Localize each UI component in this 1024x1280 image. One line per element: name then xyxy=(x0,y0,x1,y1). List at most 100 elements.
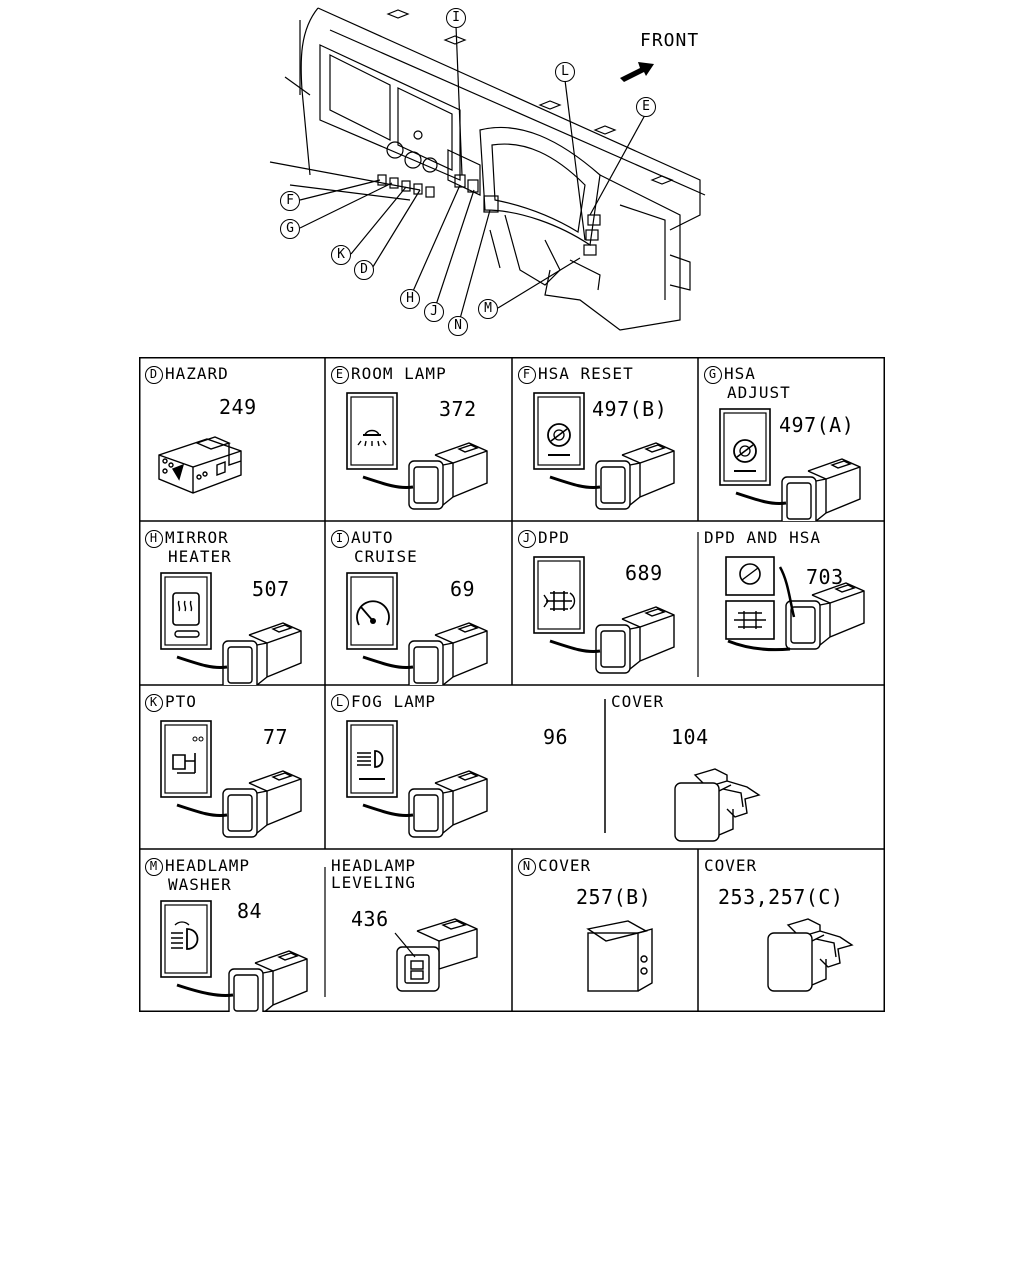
callout-n: N xyxy=(448,316,468,336)
cell-illustration xyxy=(674,768,761,842)
fog-lamp-icon xyxy=(346,720,398,798)
callout-j: J xyxy=(424,302,444,322)
cell-letter-badge: N xyxy=(518,857,536,876)
headlamp-washer-icon xyxy=(160,900,212,978)
part-number: 497(B) xyxy=(592,397,668,421)
dashboard-illustration xyxy=(269,7,706,331)
part-number: 249 xyxy=(219,395,257,419)
part-number: 253,257(C) xyxy=(718,885,844,909)
part-number: 436 xyxy=(351,907,389,931)
cell-cover-14: COVER 253,257(C) xyxy=(698,849,885,1012)
cell-title-text: COVER xyxy=(611,692,665,711)
callout-m: M xyxy=(478,299,498,319)
cell-title-text: HEATER xyxy=(168,546,232,566)
part-number: 84 xyxy=(237,899,263,923)
cell-title-line: CRUISE xyxy=(331,548,418,565)
callout-d: D xyxy=(354,260,374,280)
cruise-icon xyxy=(346,572,398,650)
callout-g: G xyxy=(280,219,300,239)
cell-letter-badge: M xyxy=(145,857,163,876)
callout-h: H xyxy=(400,289,420,309)
cell-letter-badge: D xyxy=(145,365,163,384)
cell-illustration xyxy=(533,392,675,510)
front-arrow-icon xyxy=(620,62,654,82)
pto-icon xyxy=(160,720,212,798)
cell-title-text: FOG LAMP xyxy=(351,692,437,711)
part-number: 507 xyxy=(252,577,290,601)
part-number: 372 xyxy=(439,397,477,421)
cell-title-text: ROOM LAMP xyxy=(351,364,447,383)
cell-title-line: HEADLAMP xyxy=(331,857,416,874)
cell-title-text: HEADLAMP xyxy=(331,856,417,875)
cover-part xyxy=(674,768,761,842)
cell-title-text: AUTO xyxy=(351,528,394,547)
cell-title-text: COVER xyxy=(538,856,592,875)
cell-illustration xyxy=(719,408,861,521)
cell-title-text: MIRROR xyxy=(165,528,229,547)
cell-title-text: WASHER xyxy=(168,874,232,894)
cell-title-text: PTO xyxy=(165,692,197,711)
cell-illustration xyxy=(394,918,478,992)
cell-illustration xyxy=(586,920,653,992)
cell-illustration xyxy=(160,900,308,1012)
cell-title: COVER xyxy=(704,857,757,874)
cell-illustration xyxy=(346,572,488,685)
cell-illustration xyxy=(158,436,242,494)
dpd-icon xyxy=(725,600,775,640)
cell-letter-badge: E xyxy=(331,365,349,384)
cell-title-line: HEATER xyxy=(145,548,232,565)
part-number: 257(B) xyxy=(576,885,652,909)
cell-title-text: HAZARD xyxy=(165,364,229,383)
cell-letter-badge: I xyxy=(331,529,349,548)
cell-title-text: CRUISE xyxy=(354,546,418,566)
callout-l: L xyxy=(555,62,575,82)
mirror-heater-icon xyxy=(160,572,212,650)
cell-letter-badge: F xyxy=(518,365,536,384)
hsa-icon xyxy=(533,392,585,470)
cell-illustration xyxy=(160,720,302,838)
cell-title-text: HEADLAMP xyxy=(165,856,251,875)
cell-illustration xyxy=(533,556,675,674)
cell-illustration xyxy=(160,572,302,685)
cell-title-line: COVER xyxy=(611,693,664,710)
callout-e: E xyxy=(636,97,656,117)
cell-illustration xyxy=(725,556,865,652)
cell-title-line: LEVELING xyxy=(331,874,416,891)
cell-title: DPD AND HSA xyxy=(704,529,821,546)
cell-illustration xyxy=(767,918,854,992)
cell-letter-badge: H xyxy=(145,529,163,548)
cell-letter-badge: G xyxy=(704,365,722,384)
room-lamp-icon xyxy=(346,392,398,470)
cell-title-text: DPD xyxy=(538,528,570,547)
part-number: 77 xyxy=(263,725,289,749)
